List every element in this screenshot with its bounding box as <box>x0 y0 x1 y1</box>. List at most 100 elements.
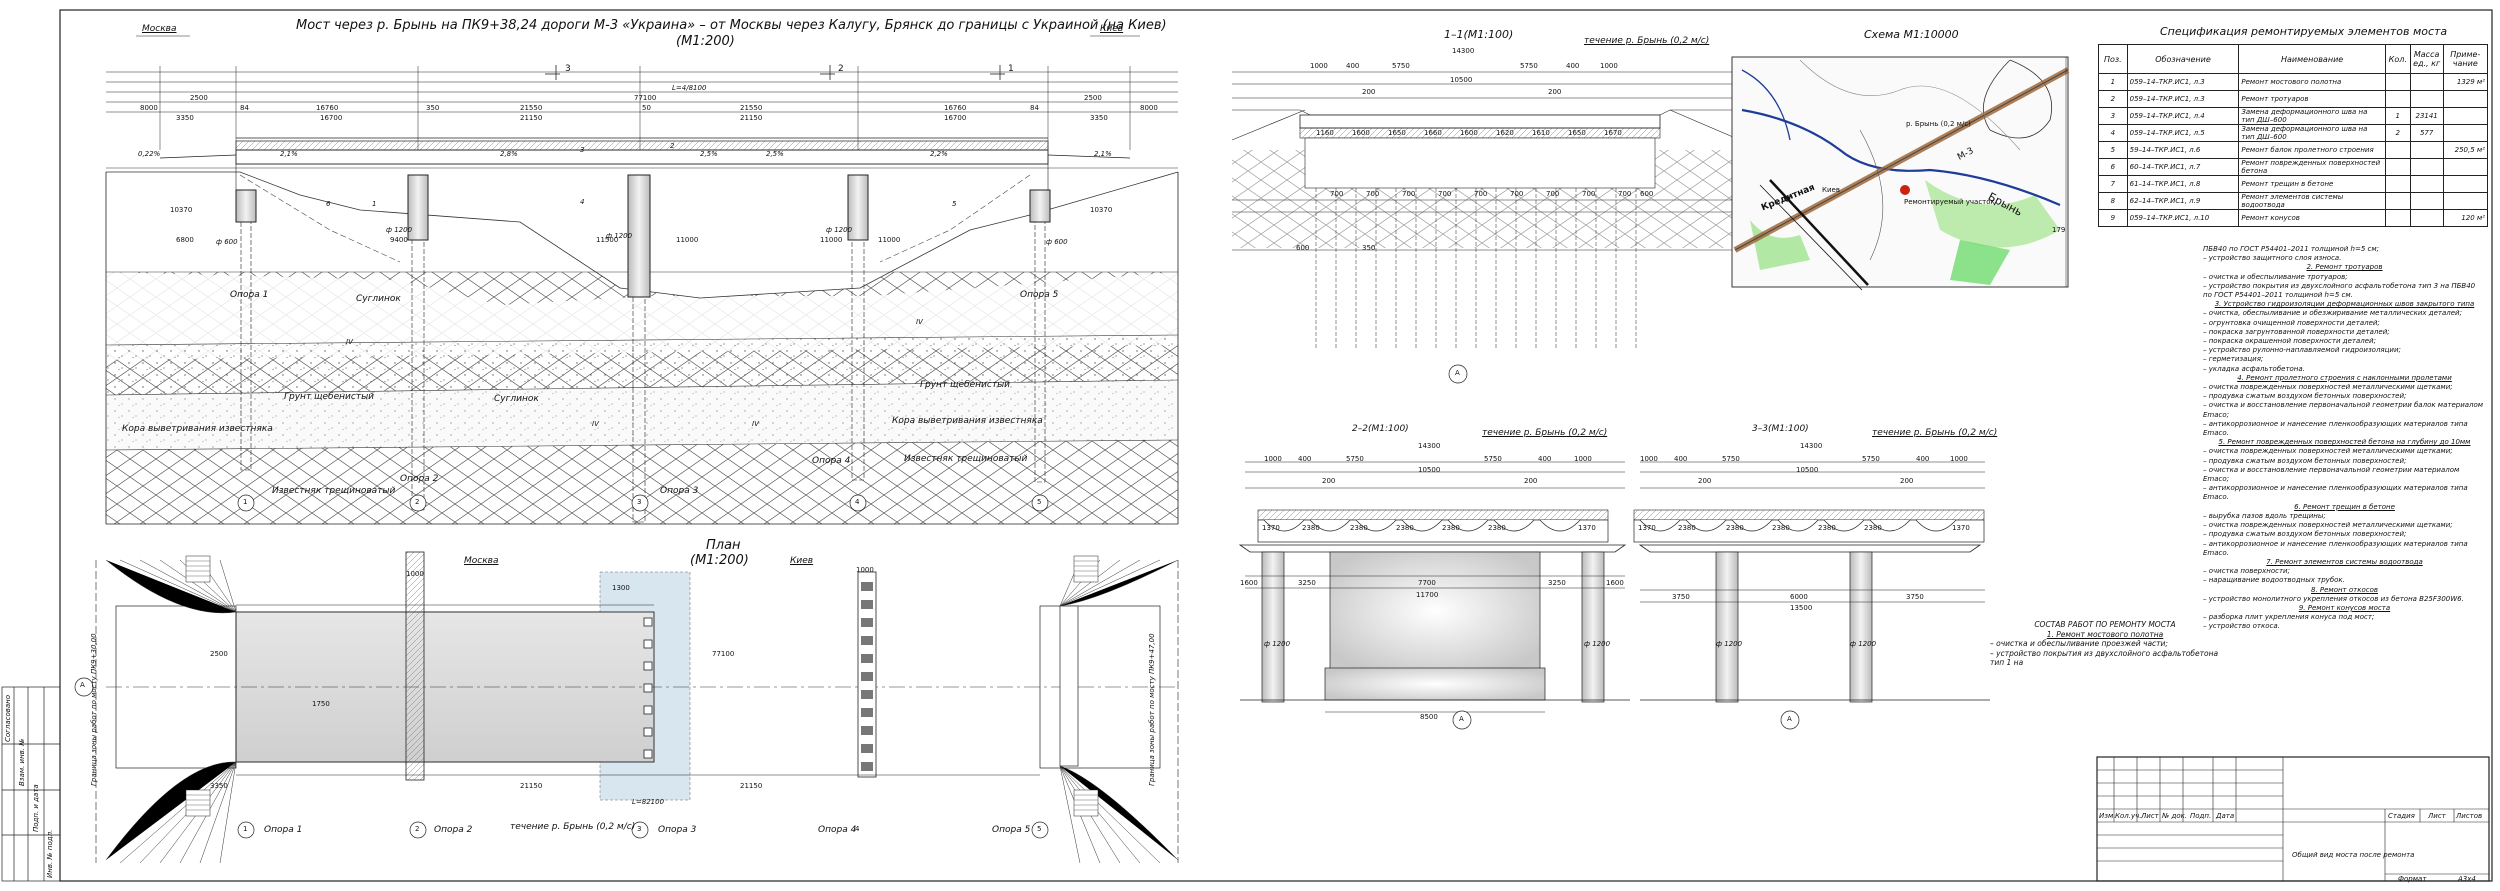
plan-support-label: Опора 1 <box>264 825 303 835</box>
soil-label: Грунт щебенистый <box>920 380 1011 390</box>
spec-cell: 23141 <box>2409 107 2444 125</box>
spec-cell: 577 <box>2409 124 2444 142</box>
s11-lower: 700 <box>1582 190 1596 198</box>
spec-cell <box>2384 175 2411 193</box>
s11-beam: 1660 <box>1424 129 1442 137</box>
side-stamp-label: Взам. инв. № <box>18 738 26 786</box>
s11-beam: 1620 <box>1496 129 1514 137</box>
note-line: 4. Ремонт пролетного строения с наклонны… <box>2237 373 2452 382</box>
s22-pile: ф 1200 <box>1264 640 1291 648</box>
spec-cell: 1329 м² <box>2442 73 2489 91</box>
spec-header: Наименование <box>2238 44 2386 74</box>
plan-axis-mark: 5 <box>1037 825 1042 833</box>
notes-block: ПБВ40 по ГОСТ Р54401–2011 толщиной h=5 с… <box>2203 245 2486 632</box>
scheme-map <box>1731 56 2070 291</box>
part-mark: 4 <box>580 198 585 206</box>
s33-dim-top: 400 <box>1916 455 1930 463</box>
section-2-2-title: 2–2(М1:100) <box>1352 424 1409 434</box>
spec-cell: 62–14–ТКР.ИС1, л.9 <box>2126 192 2240 210</box>
spec-cell: Ремонт мостового полотна <box>2238 73 2386 91</box>
slope-label: 2,1% <box>1094 150 1112 158</box>
s22-dim-top: 10500 <box>1418 466 1441 474</box>
note-line: – огрунтовка очищенной поверхности детал… <box>2203 318 2380 327</box>
axis-mark: 4 <box>855 498 860 506</box>
stamp-col: Лист <box>2141 812 2159 820</box>
dim-row2: 16760 <box>944 104 967 112</box>
spec-cell: 059–14–ТКР.ИС1, л.10 <box>2126 209 2240 227</box>
pile-label: ф 600 <box>216 238 238 246</box>
s22-dim-top: 5750 <box>1484 455 1502 463</box>
plan-support-label: Опора 2 <box>434 825 473 835</box>
note-line: – вырубка пазов вдоль трещины; <box>2203 511 2326 520</box>
s33-pier: 6000 <box>1790 593 1808 601</box>
section-1-1-title: 1–1(М1:100) <box>1444 28 1514 41</box>
s33-beam: 1370 <box>1952 524 1970 532</box>
plan-section-mark: A <box>80 681 85 689</box>
spec-cell: Ремонт поврежденных поверхностей бетона <box>2238 158 2386 176</box>
dir-right-label: Киев <box>1100 24 1124 34</box>
soil-label: Известняк трещиноватый <box>904 454 1028 464</box>
spec-cell <box>2442 124 2489 142</box>
s11-dim-top: 400 <box>1346 62 1360 70</box>
soil-label: Суглинок <box>494 394 539 404</box>
works-line: – очистка и обеспыливание проезжей части… <box>1990 639 2168 648</box>
stamp-format: А3х4 <box>2458 875 2476 883</box>
note-line: – очистка и восстановление первоначально… <box>2203 401 2484 419</box>
s22-dim-mid: 200 <box>1322 477 1336 485</box>
slope-label: 2,8% <box>500 150 518 158</box>
dim-row3: 21150 <box>740 114 763 122</box>
s11-dim-top: 1000 <box>1310 62 1328 70</box>
s11-dim-top: 400 <box>1566 62 1580 70</box>
elevation-view <box>105 35 1179 525</box>
part-mark: 2 <box>670 142 675 150</box>
s11-lower: 700 <box>1510 190 1524 198</box>
s11-mark: A <box>1455 369 1460 377</box>
dim-row3: 16700 <box>320 114 343 122</box>
spec-cell: 059–14–ТКР.ИС1, л.5 <box>2126 124 2240 142</box>
pier-dim: 11000 <box>878 236 901 244</box>
plan-dim: 1750 <box>312 700 330 708</box>
s11-beam: 1670 <box>1604 129 1622 137</box>
works-line: СОСТАВ РАБОТ ПО РЕМОНТУ МОСТА <box>2034 620 2176 629</box>
s33-dim-top: 5750 <box>1862 455 1880 463</box>
plan-dim: 3350 <box>210 782 228 790</box>
stamp-name: Общий вид моста после ремонта <box>2292 851 2415 859</box>
s22-beam: 2380 <box>1488 524 1506 532</box>
stamp-sheet: Лист <box>2428 812 2446 820</box>
spec-cell: Ремонт трещин в бетоне <box>2238 175 2386 193</box>
sheet-frame <box>59 9 2493 882</box>
pier-dim: 9400 <box>390 236 408 244</box>
s22-beam: 2380 <box>1302 524 1320 532</box>
support-label: Опора 3 <box>660 486 699 496</box>
s11-lower: 700 <box>1618 190 1632 198</box>
scheme-label: Киев <box>1822 186 1840 194</box>
spec-cell: 61–14–ТКР.ИС1, л.8 <box>2126 175 2240 193</box>
spec-cell <box>2384 90 2411 108</box>
spec-cell: Ремонт балок пролетного строения <box>2238 141 2386 159</box>
plan-scale: (М1:200) <box>690 553 749 568</box>
support-label: Опора 5 <box>1020 290 1059 300</box>
section-1-1-total: 14300 <box>1452 47 1475 55</box>
spec-table: Поз. Обозначение Наименование Кол. Масса… <box>2098 44 2489 227</box>
spec-cell: 1 <box>2098 73 2128 91</box>
spec-cell <box>2442 90 2489 108</box>
section-mark: 3 <box>565 64 571 74</box>
note-line: 5. Ремонт поврежденных поверхностей бето… <box>2218 438 2471 447</box>
spec-cell: Ремонт тротуаров <box>2238 90 2386 108</box>
s11-beam: 1600 <box>1352 129 1370 137</box>
soil-label: Суглинок <box>356 294 401 304</box>
s33-beam: 2380 <box>1772 524 1790 532</box>
spec-header: Обозначение <box>2126 44 2240 74</box>
spec-cell: 6 <box>2098 158 2128 176</box>
section-3-3-drawing <box>1633 461 1990 730</box>
s33-dim-mid: 200 <box>1698 477 1712 485</box>
note-line: – устройство защитного слоя износа. <box>2203 254 2342 263</box>
s33-beam: 2380 <box>1818 524 1836 532</box>
spec-cell: 059–14–ТКР.ИС1, л.4 <box>2126 107 2240 125</box>
